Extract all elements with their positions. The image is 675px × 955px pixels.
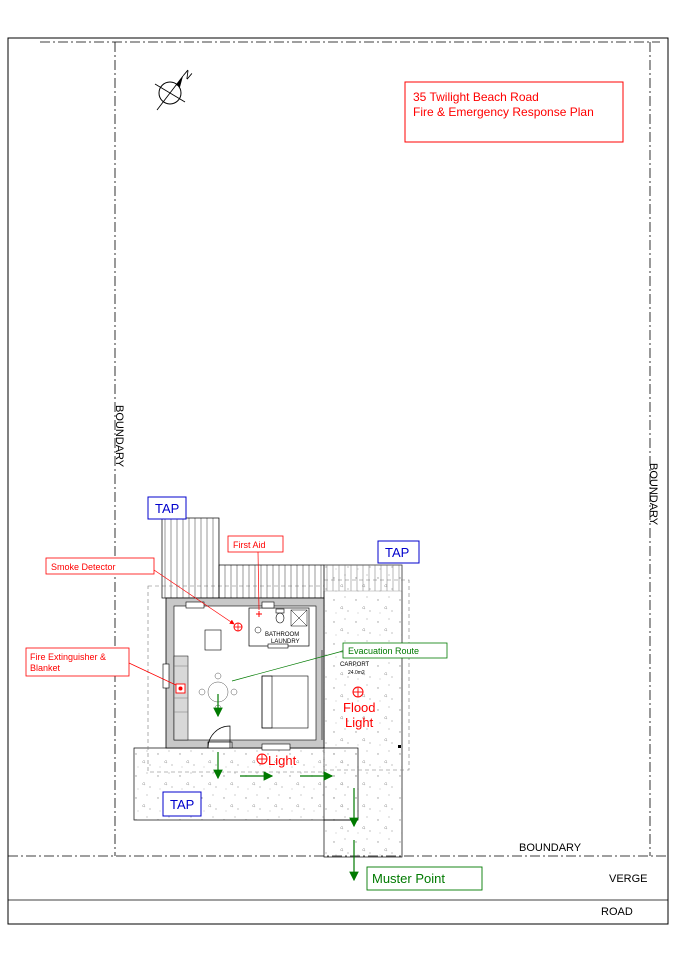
flood-light-label-1: Flood bbox=[343, 700, 376, 715]
sheet-frame bbox=[7, 37, 669, 925]
laundry-label: LAUNDRY bbox=[271, 639, 300, 645]
first-aid-callout: First Aid bbox=[227, 535, 284, 611]
title-plan-name: Fire & Emergency Response Plan bbox=[413, 105, 594, 119]
first-aid-icon bbox=[256, 611, 262, 617]
boundary-label-right: BOUNDARY bbox=[647, 463, 659, 526]
tap-bottom: TAP bbox=[162, 791, 202, 817]
smoke-detector-icon bbox=[233, 622, 243, 632]
front-paving bbox=[133, 747, 359, 821]
carport-label: CARPORT bbox=[340, 662, 370, 668]
tap-bottom-label: TAP bbox=[170, 797, 194, 812]
tap-top-right-label: TAP bbox=[385, 545, 409, 560]
verge-label: VERGE bbox=[609, 873, 648, 885]
boundary-label-left: BOUNDARY bbox=[113, 405, 125, 468]
tap-top-right: TAP bbox=[377, 540, 420, 564]
light-label: Light bbox=[268, 753, 297, 768]
evacuation-route-arrows bbox=[213, 694, 359, 882]
basin-icon bbox=[254, 626, 262, 634]
front-door bbox=[207, 725, 233, 749]
evacuation-route-callout: Evacuation Route bbox=[231, 642, 448, 682]
muster-point-callout: Muster Point bbox=[366, 866, 483, 891]
boundary-label-bottom: BOUNDARY bbox=[519, 842, 582, 854]
light-fixture-icon bbox=[256, 753, 268, 765]
north-label: N bbox=[180, 68, 194, 82]
bed bbox=[261, 675, 309, 729]
first-aid-label: First Aid bbox=[233, 540, 266, 550]
fire-extinguisher-label: Fire Extinguisher & bbox=[30, 652, 106, 662]
tap-top-left: TAP bbox=[147, 496, 187, 520]
fire-extinguisher-callout: Fire Extinguisher & Blanket bbox=[25, 647, 179, 687]
north-arrow-icon: N bbox=[154, 68, 194, 111]
title-address: 35 Twilight Beach Road bbox=[413, 90, 539, 104]
carport-roof-strip bbox=[323, 564, 403, 592]
carport-area: 24.0m2 bbox=[348, 670, 365, 676]
rear-deck bbox=[161, 517, 220, 599]
bathroom-label: BATHROOM bbox=[265, 632, 299, 638]
smoke-detector-label: Smoke Detector bbox=[51, 562, 116, 572]
muster-point-label: Muster Point bbox=[372, 871, 445, 886]
smoke-detector-callout: Smoke Detector bbox=[45, 557, 235, 625]
flood-light-icon bbox=[352, 686, 364, 698]
windows bbox=[162, 601, 291, 751]
fire-blanket-label: Blanket bbox=[30, 663, 61, 673]
title-box bbox=[404, 81, 624, 143]
tap-top-left-label: TAP bbox=[155, 501, 179, 516]
fire-extinguisher-icon bbox=[175, 683, 186, 694]
fridge bbox=[204, 629, 222, 651]
rear-verandah bbox=[218, 564, 325, 599]
road-label: ROAD bbox=[601, 906, 633, 918]
flood-light-label-2: Light bbox=[345, 715, 374, 730]
evacuation-route-label: Evacuation Route bbox=[348, 646, 419, 656]
